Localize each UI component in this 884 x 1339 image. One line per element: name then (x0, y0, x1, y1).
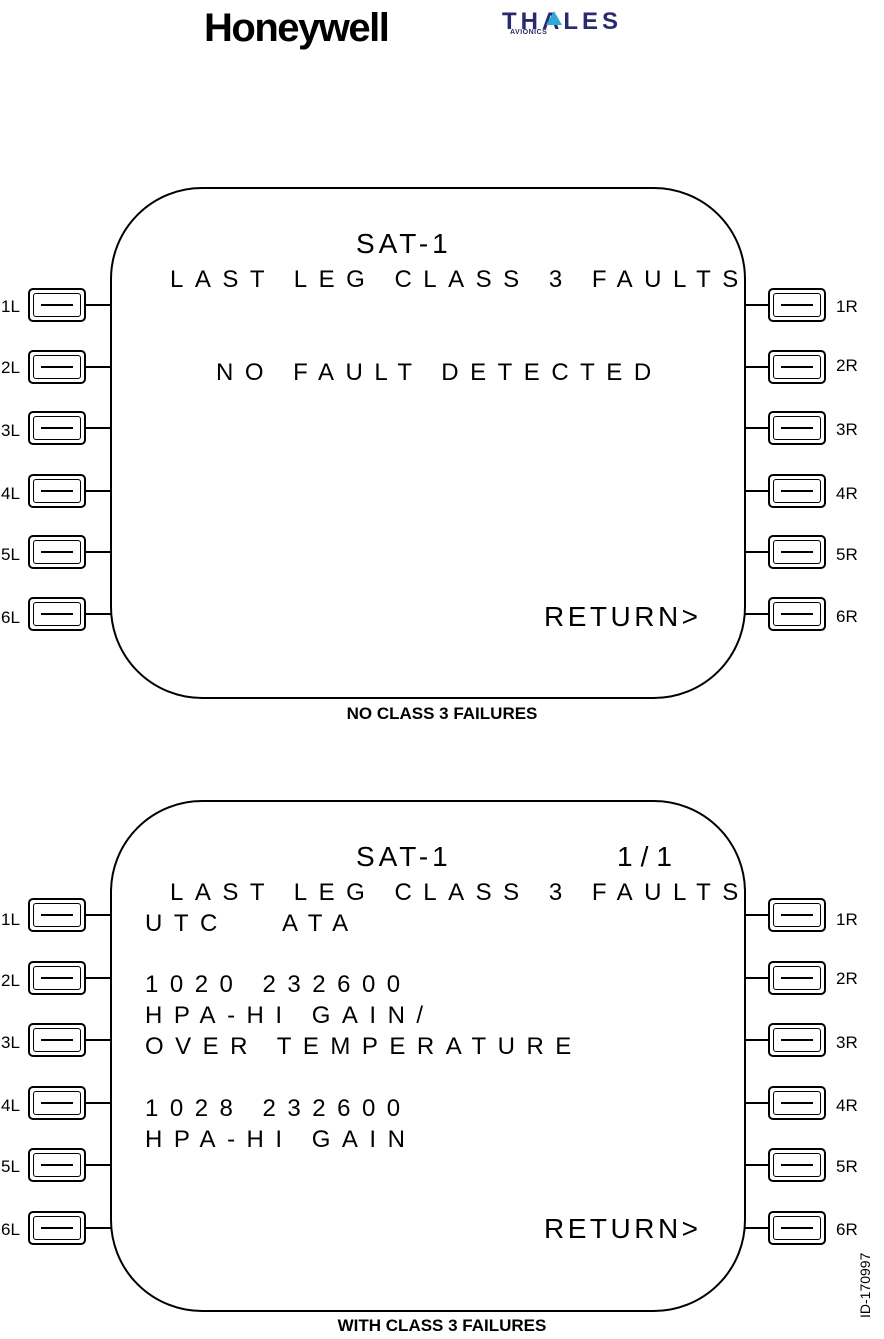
lsk-label-2r: 2R (836, 356, 858, 375)
lsk-label-3r: 3R (836, 1033, 858, 1052)
lsk-4r[interactable] (768, 474, 826, 508)
lsk-label-6l: 6L (1, 608, 20, 627)
lsk-1r[interactable] (768, 288, 826, 322)
lsk-2r[interactable] (768, 961, 826, 995)
lsk-5r[interactable] (768, 1148, 826, 1182)
lsk-5l[interactable] (28, 535, 86, 569)
lsk-3r[interactable] (768, 411, 826, 445)
lsk-label-3l: 3L (1, 421, 20, 440)
lsk-label-1l: 1L (1, 910, 20, 929)
page-title: SAT-1 (356, 228, 452, 259)
fault-description: OVER TEMPERATURE (145, 1033, 583, 1060)
lsk-label-3l: 3L (1, 1033, 20, 1052)
lsk-6r[interactable] (768, 1211, 826, 1245)
panel-caption: NO CLASS 3 FAILURES (346, 704, 538, 723)
lsk-1l[interactable] (28, 898, 86, 932)
lsk-label-4l: 4L (1, 1096, 20, 1115)
lsk-3r[interactable] (768, 1023, 826, 1057)
thales-logo-triangle-icon (546, 11, 562, 25)
honeywell-logo: Honeywell (204, 6, 390, 50)
lsk-2l[interactable] (28, 350, 86, 384)
lsk-6r[interactable] (768, 597, 826, 631)
column-headers: UTC ATA (145, 910, 360, 937)
return-prompt[interactable]: RETURN> (544, 1213, 702, 1244)
lsk-6l[interactable] (28, 597, 86, 631)
lsk-label-2r: 2R (836, 969, 858, 988)
page-number: 1/1 (617, 841, 680, 872)
page-subtitle: LAST LEG CLASS 3 FAULTS (170, 879, 750, 906)
lsk-label-1l: 1L (1, 297, 20, 316)
lsk-4l[interactable] (28, 1086, 86, 1120)
lsk-2r[interactable] (768, 350, 826, 384)
lsk-label-4l: 4L (1, 484, 20, 503)
panel-caption: WITH CLASS 3 FAILURES (337, 1316, 547, 1335)
lsk-label-6r: 6R (836, 607, 858, 626)
lsk-3l[interactable] (28, 1023, 86, 1057)
lsk-1r[interactable] (768, 898, 826, 932)
fault-entry: 1020 232600 (145, 971, 412, 998)
page-subtitle: LAST LEG CLASS 3 FAULTS (170, 266, 750, 293)
lsk-label-1r: 1R (836, 910, 858, 929)
fault-description: HPA-HI GAIN (145, 1126, 417, 1153)
cdu-screen-with-failures (110, 800, 746, 1312)
cdu-screen-no-failures (110, 187, 746, 699)
lsk-5r[interactable] (768, 535, 826, 569)
lsk-label-2l: 2L (1, 971, 20, 990)
lsk-label-2l: 2L (1, 358, 20, 377)
lsk-label-1r: 1R (836, 297, 858, 316)
lsk-4r[interactable] (768, 1086, 826, 1120)
lsk-label-6l: 6L (1, 1220, 20, 1239)
no-fault-message: NO FAULT DETECTED (216, 359, 663, 386)
lsk-label-5l: 5L (1, 545, 20, 564)
lsk-label-3r: 3R (836, 420, 858, 439)
lsk-label-6r: 6R (836, 1220, 858, 1239)
lsk-label-5l: 5L (1, 1157, 20, 1176)
fault-entry: 1028 232600 (145, 1095, 412, 1122)
fault-description: HPA-HI GAIN/ (145, 1002, 435, 1029)
lsk-3l[interactable] (28, 411, 86, 445)
document-id: ID-170997 (857, 1252, 873, 1318)
lsk-label-5r: 5R (836, 545, 858, 564)
return-prompt[interactable]: RETURN> (544, 601, 702, 632)
lsk-label-4r: 4R (836, 484, 858, 503)
lsk-label-5r: 5R (836, 1157, 858, 1176)
lsk-4l[interactable] (28, 474, 86, 508)
lsk-5l[interactable] (28, 1148, 86, 1182)
lsk-6l[interactable] (28, 1211, 86, 1245)
lsk-2l[interactable] (28, 961, 86, 995)
thales-logo-subtitle: AVIONICS (510, 29, 548, 36)
lsk-1l[interactable] (28, 288, 86, 322)
lsk-label-4r: 4R (836, 1096, 858, 1115)
page-title: SAT-1 (356, 841, 452, 872)
